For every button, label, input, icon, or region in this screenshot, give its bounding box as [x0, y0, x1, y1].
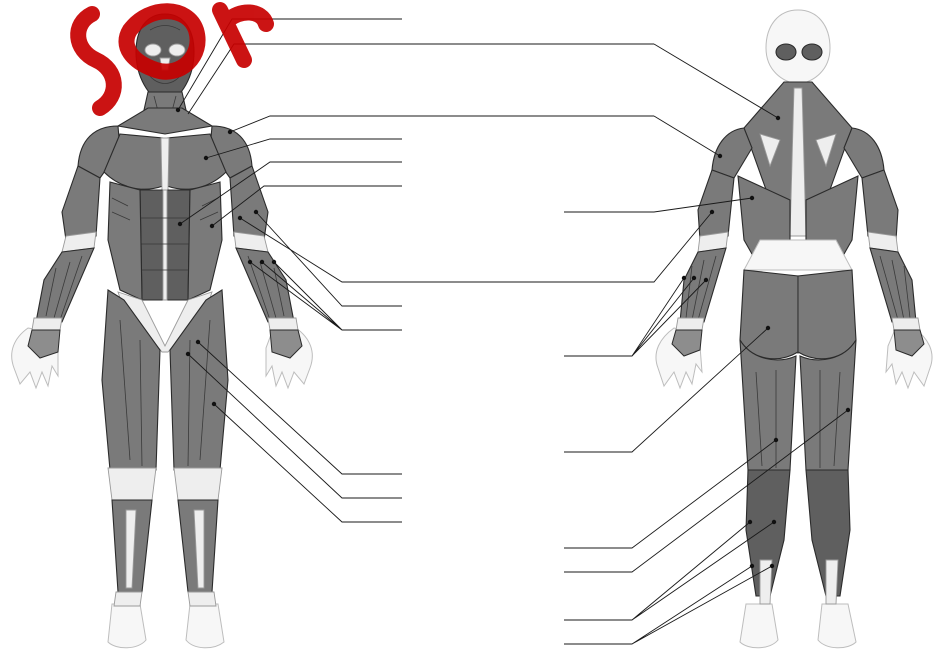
dot	[260, 260, 264, 264]
right-foot-back	[818, 604, 856, 648]
watermark-letter-s	[78, 14, 114, 108]
dot	[718, 154, 722, 158]
leader-a12	[214, 404, 402, 522]
ankle-left	[114, 592, 142, 606]
dot	[776, 116, 780, 120]
dot	[766, 326, 770, 330]
dot	[186, 352, 190, 356]
hamstring-right	[800, 340, 856, 470]
dot	[682, 276, 686, 280]
dot	[750, 564, 754, 568]
posterior-body	[656, 10, 932, 648]
dot	[770, 564, 774, 568]
dot	[750, 196, 754, 200]
dot	[774, 438, 778, 442]
right-foot-front	[186, 604, 224, 648]
hamstring-left	[740, 340, 796, 470]
gluteus-right	[798, 270, 856, 359]
leader-a3	[230, 116, 654, 132]
lower-back	[744, 240, 852, 270]
dot	[272, 260, 276, 264]
dot	[238, 216, 242, 220]
dot	[210, 224, 214, 228]
dot	[692, 276, 696, 280]
dot	[710, 210, 714, 214]
leader-p1	[654, 44, 778, 118]
dot	[748, 520, 752, 524]
achilles-right	[826, 560, 838, 604]
occipital-right	[802, 44, 822, 60]
dot	[248, 260, 252, 264]
dot	[254, 210, 258, 214]
forearm-right	[236, 248, 294, 322]
eye-right	[169, 44, 185, 56]
wrist-back-left	[676, 318, 704, 330]
oblique-left	[108, 182, 142, 300]
left-foot-front	[108, 604, 146, 648]
upper-arm-left	[62, 166, 100, 240]
dot	[178, 222, 182, 226]
wrist-right	[268, 318, 298, 330]
wrist-back-right	[892, 318, 920, 330]
thigh-left	[102, 290, 160, 470]
trapezius-front	[118, 108, 212, 134]
dot	[772, 520, 776, 524]
leader-p2	[654, 116, 720, 156]
anterior-body	[12, 14, 313, 648]
thigh-right	[170, 290, 228, 470]
wrist-left	[32, 318, 62, 330]
eye-left	[145, 44, 161, 56]
leader-p7	[564, 440, 776, 548]
dot	[846, 408, 850, 412]
ankle-right	[188, 592, 216, 606]
forearm-left	[36, 248, 94, 322]
occipital-left	[776, 44, 796, 60]
dot	[228, 130, 232, 134]
dot	[212, 402, 216, 406]
leader-p10	[564, 566, 772, 644]
upper-arm-right	[230, 166, 268, 240]
leader-p9	[564, 522, 774, 620]
dot	[204, 156, 208, 160]
rear-deltoid-right	[844, 128, 884, 178]
linea-alba	[163, 190, 167, 300]
sternum	[161, 138, 169, 190]
knee-right	[174, 468, 222, 500]
dot	[704, 278, 708, 282]
dot	[176, 108, 180, 112]
oblique-right	[188, 182, 222, 300]
left-foot-back	[740, 604, 778, 648]
dot	[196, 340, 200, 344]
watermark-letter-r	[220, 10, 266, 60]
rear-deltoid-left	[712, 128, 752, 178]
triceps-right	[862, 170, 898, 240]
knee-left	[108, 468, 156, 500]
leader-a2	[188, 44, 654, 114]
leader-a1	[178, 19, 402, 110]
